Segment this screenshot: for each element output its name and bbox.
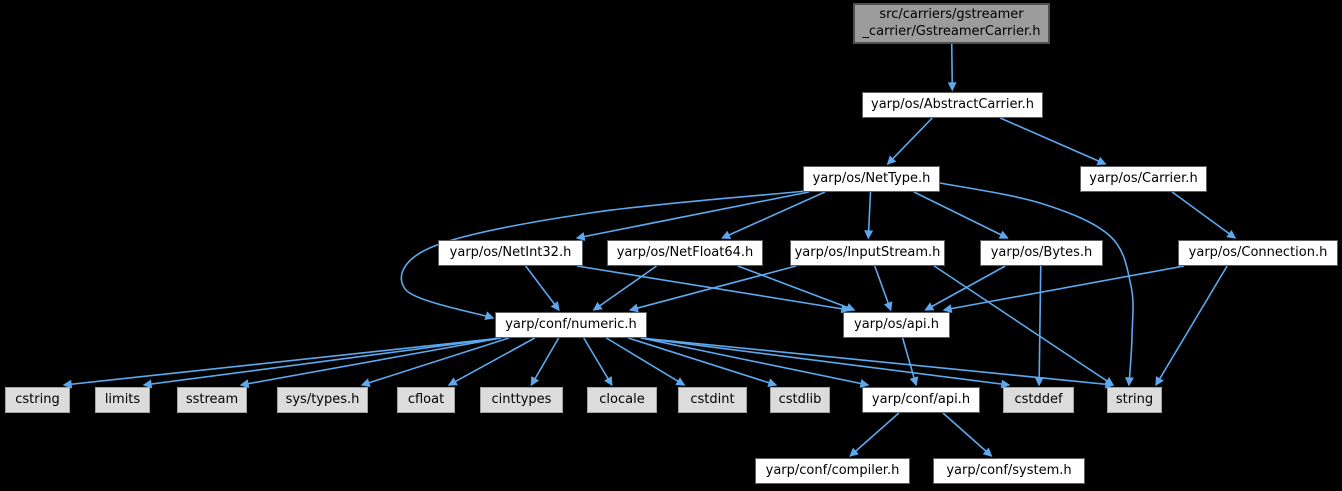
edge-numeric-to-string bbox=[640, 337, 1115, 389]
node-label: yarp/conf/system.h bbox=[946, 462, 1072, 478]
edge-numeric-to-sstream bbox=[239, 337, 502, 389]
edge-numeric-to-cfloat bbox=[447, 337, 536, 386]
edge-numeric-to-cinttypes bbox=[530, 337, 560, 387]
node-conf-system[interactable]: yarp/conf/system.h bbox=[933, 458, 1085, 484]
node-label: yarp/conf/api.h bbox=[871, 391, 971, 407]
node-label: yarp/conf/compiler.h bbox=[765, 462, 900, 478]
node-label: cstdlib bbox=[778, 391, 822, 407]
edge-numeric-to-clocale bbox=[583, 337, 613, 387]
node-conf-compiler[interactable]: yarp/conf/compiler.h bbox=[755, 458, 910, 484]
node-label: yarp/os/NetFloat64.h bbox=[616, 244, 754, 260]
edge-gstreamer-carrier-to-abstract-carrier bbox=[947, 43, 957, 92]
node-os-api[interactable]: yarp/os/api.h bbox=[843, 312, 950, 338]
edge-net-type-to-bytes bbox=[913, 191, 1009, 239]
edge-net-type-to-net-float64 bbox=[721, 191, 826, 239]
node-gstreamer-carrier: src/carriers/gstreamer _carrier/Gstreame… bbox=[853, 3, 1050, 44]
edge-net-float64-to-os-api bbox=[737, 265, 856, 312]
node-label: yarp/os/InputStream.h bbox=[794, 244, 941, 260]
node-label: yarp/os/Connection.h bbox=[1188, 244, 1328, 260]
node-label: string bbox=[1115, 391, 1154, 407]
node-clocale[interactable]: clocale bbox=[587, 387, 657, 413]
node-label: cstring bbox=[15, 391, 60, 407]
node-input-stream[interactable]: yarp/os/InputStream.h bbox=[790, 240, 945, 266]
edge-os-api-to-conf-api bbox=[901, 337, 919, 387]
node-bytes[interactable]: yarp/os/Bytes.h bbox=[980, 240, 1103, 266]
edge-input-stream-to-os-api bbox=[873, 265, 893, 312]
node-label: yarp/os/api.h bbox=[854, 316, 939, 332]
node-cfloat[interactable]: cfloat bbox=[397, 387, 455, 413]
node-label: yarp/os/NetInt32.h bbox=[449, 244, 572, 260]
edge-conf-api-to-conf-system bbox=[942, 412, 993, 457]
node-label: sys/types.h bbox=[285, 391, 360, 407]
node-label: sstream bbox=[185, 391, 239, 407]
edge-numeric-to-cstdint bbox=[605, 337, 686, 386]
edge-numeric-to-sys-types bbox=[360, 337, 510, 387]
node-label: limits bbox=[104, 391, 141, 407]
node-label: yarp/os/Carrier.h bbox=[1089, 170, 1198, 186]
node-conf-api[interactable]: yarp/conf/api.h bbox=[862, 387, 980, 413]
edge-conf-api-to-conf-compiler bbox=[849, 412, 900, 457]
edge-abstract-carrier-to-carrier bbox=[999, 117, 1107, 166]
node-carrier[interactable]: yarp/os/Carrier.h bbox=[1080, 166, 1207, 192]
node-cstring[interactable]: cstring bbox=[5, 387, 70, 413]
edge-bytes-to-cstddef bbox=[1034, 265, 1044, 387]
edge-numeric-to-cstddef bbox=[640, 337, 1011, 389]
node-sstream[interactable]: sstream bbox=[177, 387, 247, 413]
edge-numeric-to-cstring bbox=[62, 337, 502, 389]
node-label: cstddef bbox=[1014, 391, 1063, 407]
edge-input-stream-to-numeric bbox=[628, 265, 797, 313]
node-cstddef[interactable]: cstddef bbox=[1003, 387, 1074, 413]
edge-net-float64-to-numeric bbox=[592, 265, 657, 311]
node-net-type[interactable]: yarp/os/NetType.h bbox=[803, 166, 940, 192]
node-label: cinttypes bbox=[491, 391, 552, 407]
edge-net-int32-to-numeric bbox=[524, 265, 560, 312]
node-label: yarp/conf/numeric.h bbox=[505, 316, 637, 332]
node-limits[interactable]: limits bbox=[95, 387, 150, 413]
edge-input-stream-to-string bbox=[933, 265, 1115, 386]
node-net-float64[interactable]: yarp/os/NetFloat64.h bbox=[607, 240, 763, 266]
edge-numeric-to-conf-api bbox=[640, 337, 870, 388]
node-label: yarp/os/Bytes.h bbox=[990, 244, 1093, 260]
node-string[interactable]: string bbox=[1107, 387, 1162, 413]
node-label: yarp/os/NetType.h bbox=[812, 170, 931, 186]
edge-bytes-to-os-api bbox=[924, 265, 1006, 311]
node-connection[interactable]: yarp/os/Connection.h bbox=[1178, 240, 1338, 266]
edge-numeric-to-cstdlib bbox=[628, 337, 778, 387]
edge-numeric-to-limits bbox=[142, 337, 502, 389]
node-label: yarp/os/AbstractCarrier.h bbox=[871, 96, 1034, 112]
edge-connection-to-os-api bbox=[942, 265, 1185, 314]
node-label: src/carriers/gstreamer _carrier/Gstreame… bbox=[862, 6, 1041, 39]
edge-abstract-carrier-to-net-type bbox=[886, 117, 933, 165]
node-cstdlib[interactable]: cstdlib bbox=[770, 387, 830, 413]
node-label: cfloat bbox=[407, 391, 445, 407]
edge-connection-to-string bbox=[1155, 265, 1228, 387]
node-abstract-carrier[interactable]: yarp/os/AbstractCarrier.h bbox=[862, 92, 1043, 118]
node-numeric[interactable]: yarp/conf/numeric.h bbox=[495, 312, 647, 338]
node-sys-types[interactable]: sys/types.h bbox=[277, 387, 368, 413]
node-label: cstdint bbox=[690, 391, 735, 407]
node-cinttypes[interactable]: cinttypes bbox=[480, 387, 563, 413]
node-label: clocale bbox=[599, 391, 645, 407]
edge-net-type-to-numeric bbox=[400, 190, 807, 320]
edge-net-type-to-net-int32 bbox=[575, 191, 810, 241]
node-net-int32[interactable]: yarp/os/NetInt32.h bbox=[438, 240, 583, 266]
node-cstdint[interactable]: cstdint bbox=[678, 387, 747, 413]
edge-carrier-to-connection bbox=[1171, 191, 1237, 239]
edge-net-type-to-string bbox=[939, 182, 1134, 387]
edge-net-type-to-input-stream bbox=[864, 191, 874, 240]
